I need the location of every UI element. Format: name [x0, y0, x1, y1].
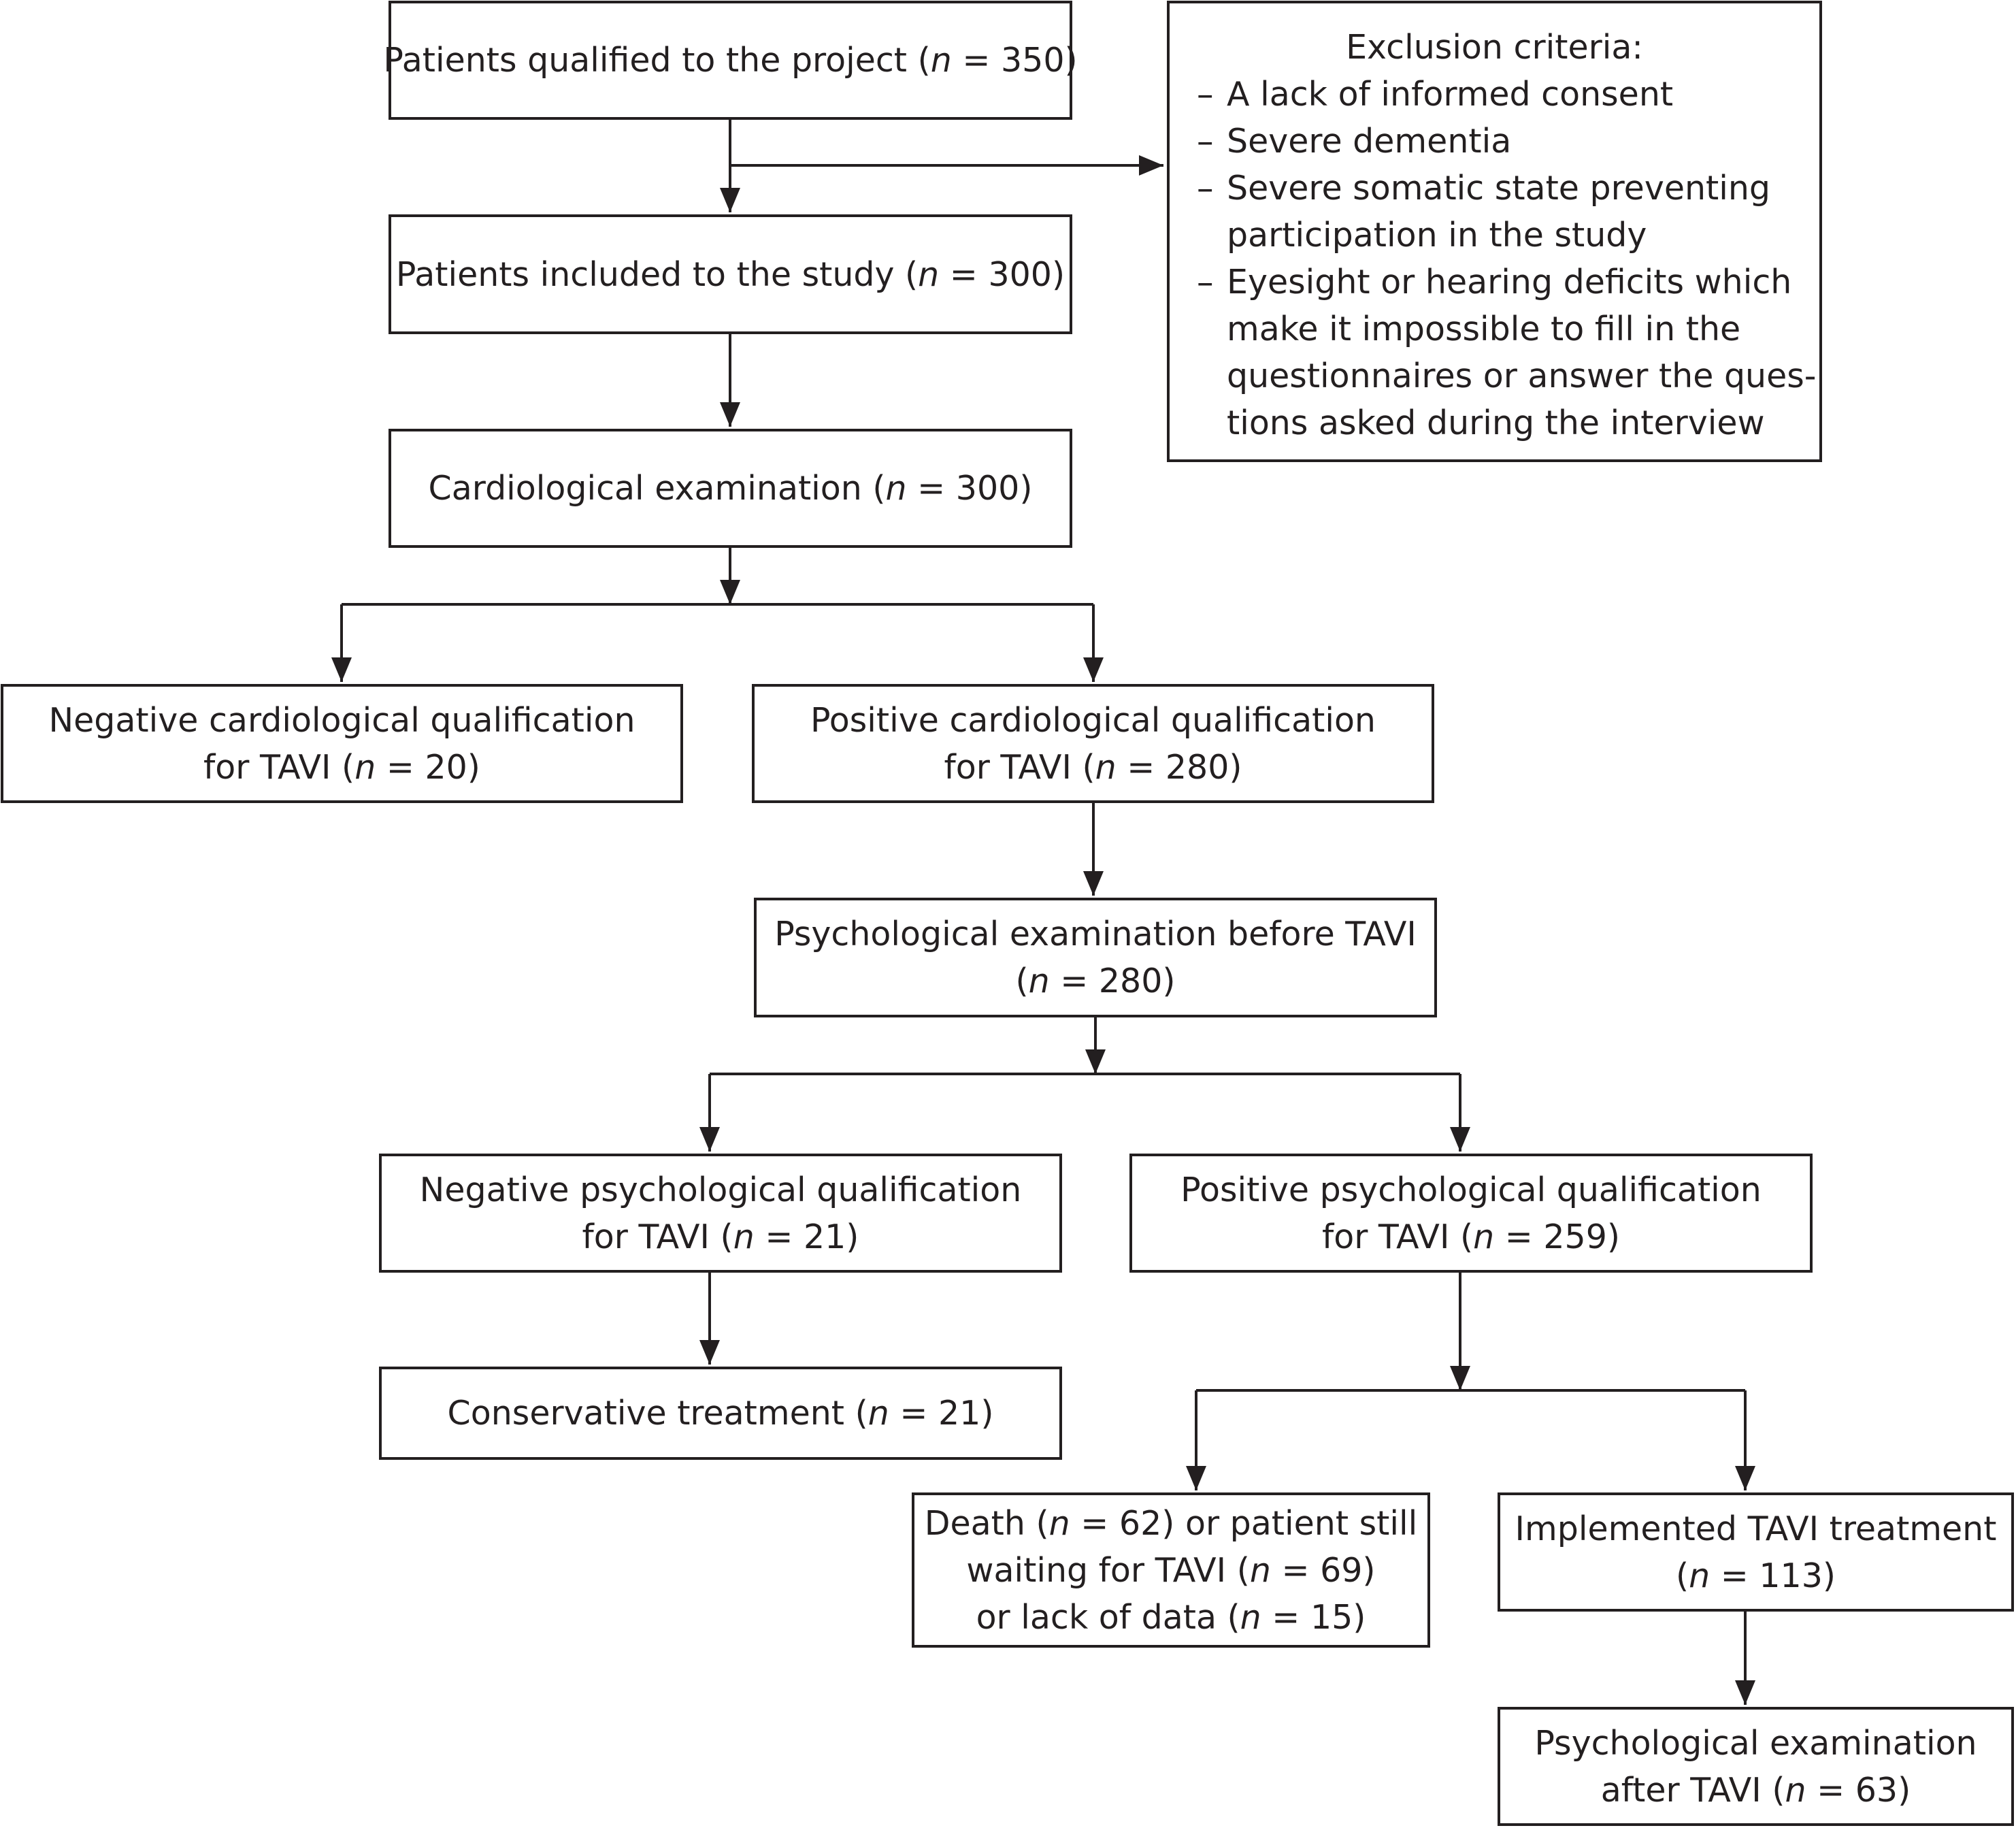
n-symbol: n [1028, 962, 1050, 1000]
count: = 300) [939, 255, 1065, 294]
text: Cardiological examination ( [428, 469, 886, 508]
text: Negative cardiological qualification [48, 700, 635, 740]
arrowhead-included [720, 188, 740, 212]
count: = 259) [1494, 1217, 1621, 1256]
n-symbol: n [1240, 1597, 1261, 1637]
arrowhead-after [1735, 1680, 1755, 1705]
arrowhead-neg-psych [699, 1127, 720, 1152]
box-positive-psychological-qualification: Positive psychological qualification for… [1129, 1154, 1813, 1273]
count: = 113) [1710, 1556, 1836, 1595]
count: = 21) [889, 1394, 994, 1433]
n-symbol: n [1785, 1770, 1806, 1810]
count: = 280) [1116, 747, 1242, 787]
arrowhead-cardio-split [720, 580, 740, 604]
text: Psychological examination before TAVI [774, 915, 1417, 953]
box-patients-qualified: Patients qualified to the project (n = 3… [383, 1, 1078, 120]
n-symbol: n [733, 1217, 755, 1256]
count: = 15) [1261, 1597, 1366, 1637]
box-psychological-examination-after: Psychological examination after TAVI (n … [1498, 1707, 2014, 1826]
box-negative-psychological-qualification: Negative psychological qualification for… [379, 1154, 1062, 1273]
box-death-waiting-lack-of-data: Death (n = 62) or patient still waiting … [912, 1492, 1430, 1648]
exclusion-item: – Severe dementia [1197, 122, 1512, 161]
count: = 350) [951, 41, 1078, 80]
count: = 280) [1049, 962, 1176, 1000]
arrowhead-implemented [1735, 1466, 1755, 1490]
n-symbol: n [885, 469, 907, 508]
box-psychological-examination-before: Psychological examination before TAVI (n… [754, 898, 1437, 1017]
box-positive-cardiological-qualification: Positive cardiological qualification for… [752, 684, 1434, 803]
arrowhead-death [1186, 1466, 1206, 1490]
box-cardiological-examination: Cardiological examination (n = 300) [389, 429, 1072, 548]
arrowhead-pos-cardio [1083, 657, 1104, 682]
text: Positive cardiological qualification [810, 700, 1376, 740]
n-symbol: n [1689, 1556, 1711, 1595]
exclusion-item: – Eyesight or hearing deficits which mak… [1197, 263, 1817, 442]
n-symbol: n [867, 1394, 889, 1433]
box-negative-cardiological-qualification: Negative cardiological qualification for… [1, 684, 683, 803]
box-exclusion-criteria: Exclusion criteria: – A lack of informed… [1167, 1, 1822, 462]
text: Positive psychological qualification [1180, 1170, 1762, 1209]
n-symbol: n [1473, 1217, 1495, 1256]
n-symbol: n [918, 255, 940, 294]
arrowhead-exclusion [1139, 155, 1163, 176]
box-patients-included: Patients included to the study (n = 300) [389, 214, 1072, 334]
text: Patients included to the study ( [395, 255, 919, 294]
text: Conservative treatment ( [447, 1394, 868, 1433]
count: = 63) [1806, 1770, 1911, 1810]
text: Psychological examination [1534, 1723, 1977, 1763]
n-symbol: n [354, 747, 376, 787]
n-symbol: n [1249, 1550, 1271, 1590]
arrowhead-pos-psych [1450, 1127, 1470, 1152]
count: = 300) [906, 469, 1033, 508]
text: Negative psychological qualification [419, 1170, 1022, 1209]
n-symbol: n [1095, 747, 1117, 787]
n-symbol: n [1048, 1503, 1070, 1543]
text: Implemented TAVI treatment [1515, 1509, 1997, 1548]
exclusion-item: – Severe somatic state preventing partic… [1197, 169, 1771, 255]
text: Patients qualified to the project ( [383, 41, 931, 80]
n-symbol: n [930, 41, 952, 80]
arrowhead-cardio [720, 402, 740, 427]
exclusion-item: – A lack of informed consent [1197, 75, 1674, 114]
exclusion-title: Exclusion criteria: [1346, 28, 1643, 67]
arrowhead-psych-exam [1083, 871, 1104, 896]
arrowhead-psych-split [1085, 1049, 1106, 1074]
count: = 62) or patient still [1070, 1503, 1418, 1543]
box-implemented-tavi-treatment: Implemented TAVI treatment (n = 113) [1498, 1492, 2014, 1612]
arrowhead-conservative [699, 1340, 720, 1365]
arrowhead-neg-cardio [331, 657, 352, 682]
count: = 69) [1270, 1550, 1376, 1590]
arrowhead-pos-psych-split [1450, 1366, 1470, 1390]
count: = 20) [376, 747, 480, 787]
box-conservative-treatment: Conservative treatment (n = 21) [379, 1367, 1062, 1460]
count: = 21) [754, 1217, 859, 1256]
